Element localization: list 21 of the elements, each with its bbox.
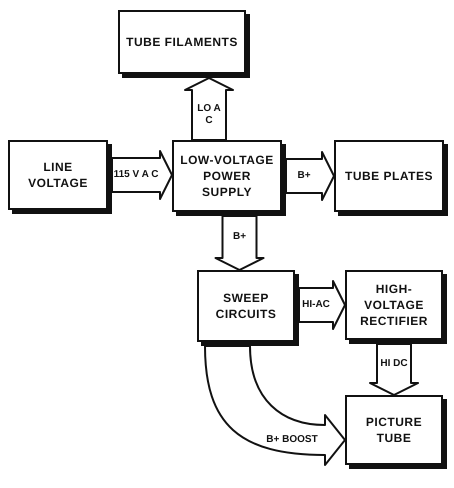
edge-label: B+ BOOST [266,434,318,446]
box-label: TUBE FILAMENTS [126,34,238,50]
box-label: SWEEP CIRCUITS [214,290,278,322]
block-arrow [214,215,264,271]
edge-label: HI-AC [302,299,330,311]
block-arrow [111,150,173,200]
block-arrow [298,280,346,330]
box-label: TUBE PLATES [345,168,433,184]
edge-label: B+ [297,170,311,182]
block-arrow [184,77,234,141]
box-label: LINE VOLTAGE [27,158,89,192]
box-label: LOW-VOLTAGE POWER SUPPLY [179,152,275,200]
block-arrow [285,151,335,201]
block-arrow [369,343,419,396]
block-arrow [204,345,346,466]
edge-label: LO A C [196,103,222,127]
edge-label: HI DC [379,358,409,370]
edge-label: 115 V A C [114,169,158,181]
box-label: PICTURE TUBE [364,414,424,446]
edge-label: B+ [232,231,248,243]
box-label: HIGH-VOLTAGE RECTIFIER [359,280,429,330]
